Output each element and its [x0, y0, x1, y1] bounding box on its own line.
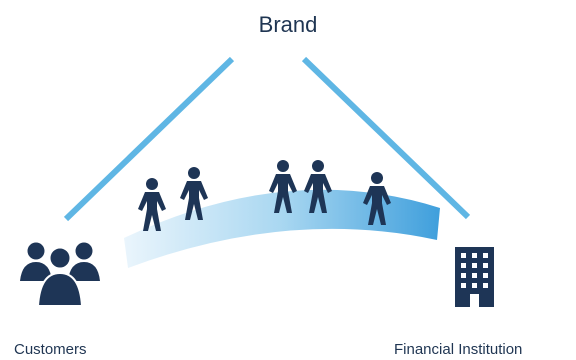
left-connector-line	[63, 56, 235, 222]
brand-label: Brand	[258, 12, 318, 37]
customers-label: Customers	[14, 341, 87, 358]
people-group-icon	[20, 242, 100, 307]
right-connector-line	[301, 56, 471, 220]
bridge-arc	[124, 189, 440, 268]
financial-institution-label: Financial Institution	[394, 341, 523, 358]
office-building-icon	[455, 247, 494, 307]
